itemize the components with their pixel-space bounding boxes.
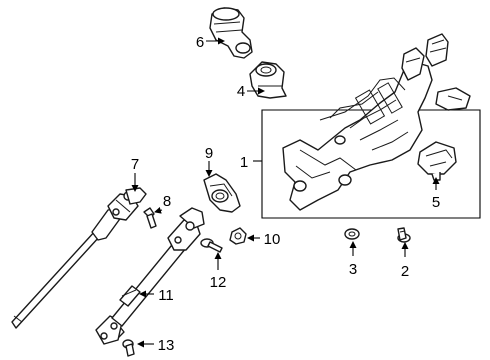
callout-9: 9 bbox=[205, 145, 213, 162]
callout-1: 1 bbox=[240, 154, 248, 171]
callout-13: 13 bbox=[158, 337, 175, 354]
steering-column-assembly-icon bbox=[282, 33, 471, 211]
washer-icon bbox=[344, 228, 360, 240]
callout-10: 10 bbox=[264, 231, 281, 248]
leader-lines bbox=[131, 37, 440, 348]
switch-module-icon bbox=[417, 141, 457, 181]
lower-intermediate-shaft-icon bbox=[95, 207, 205, 345]
ignition-cylinder-icon bbox=[209, 7, 253, 59]
boot-seal-icon bbox=[203, 173, 241, 213]
callout-labels: 1 2 3 4 5 6 7 8 9 10 11 12 13 bbox=[131, 34, 440, 354]
leader-8 bbox=[154, 206, 163, 214]
bolt-12-icon bbox=[200, 238, 223, 253]
lock-housing-icon bbox=[249, 61, 287, 99]
callout-7: 7 bbox=[131, 156, 139, 173]
callout-11: 11 bbox=[158, 287, 174, 304]
callout-5: 5 bbox=[432, 194, 440, 211]
callout-3: 3 bbox=[349, 261, 357, 278]
nut-icon bbox=[229, 227, 247, 245]
bolt-13-icon bbox=[122, 339, 135, 357]
callout-4: 4 bbox=[237, 83, 245, 100]
callout-6: 6 bbox=[196, 34, 204, 51]
callout-8: 8 bbox=[163, 193, 171, 210]
pinch-bolt-icon bbox=[143, 207, 157, 229]
callout-2: 2 bbox=[401, 263, 409, 280]
bolt-2-icon bbox=[397, 227, 411, 243]
callout-12: 12 bbox=[210, 274, 227, 291]
